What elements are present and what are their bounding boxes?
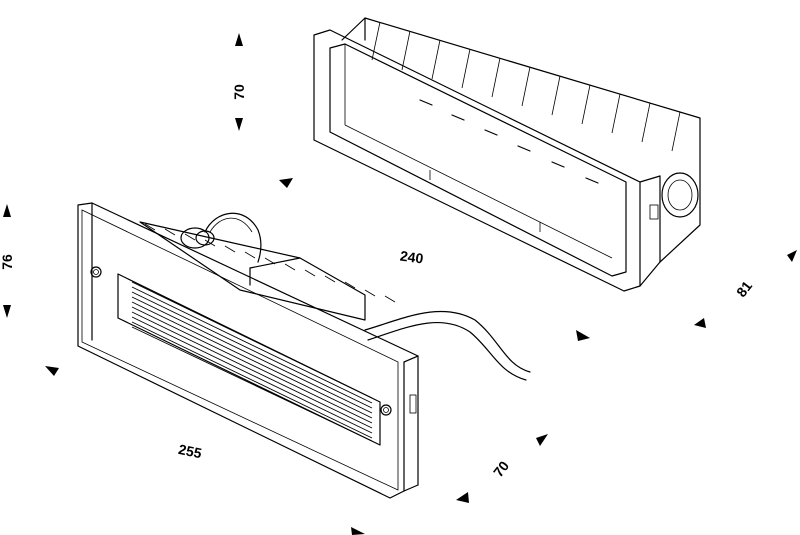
dimension-arrows <box>3 33 797 535</box>
dimension-plate-height: 76 <box>0 254 15 270</box>
dimension-plate-depth: 70 <box>490 458 512 480</box>
dimension-plate-length: 255 <box>177 441 203 462</box>
box-inner-slots <box>419 99 599 184</box>
front-plate <box>77 202 419 499</box>
screw-hole-right <box>380 404 392 416</box>
screw-hole-left <box>90 266 102 278</box>
cable-gland <box>180 212 262 263</box>
cover-plate-assembly <box>77 202 531 499</box>
power-cable <box>364 310 531 373</box>
dimension-box-height: 70 <box>231 84 247 100</box>
plate-rear-fins <box>144 223 396 303</box>
cable-entry-knockout <box>661 172 699 218</box>
louvre-slats <box>131 281 373 442</box>
box-top-ribs <box>371 21 681 152</box>
mounting-box <box>313 17 701 292</box>
dimension-box-length: 240 <box>399 248 425 267</box>
dimension-box-depth: 81 <box>733 278 755 300</box>
